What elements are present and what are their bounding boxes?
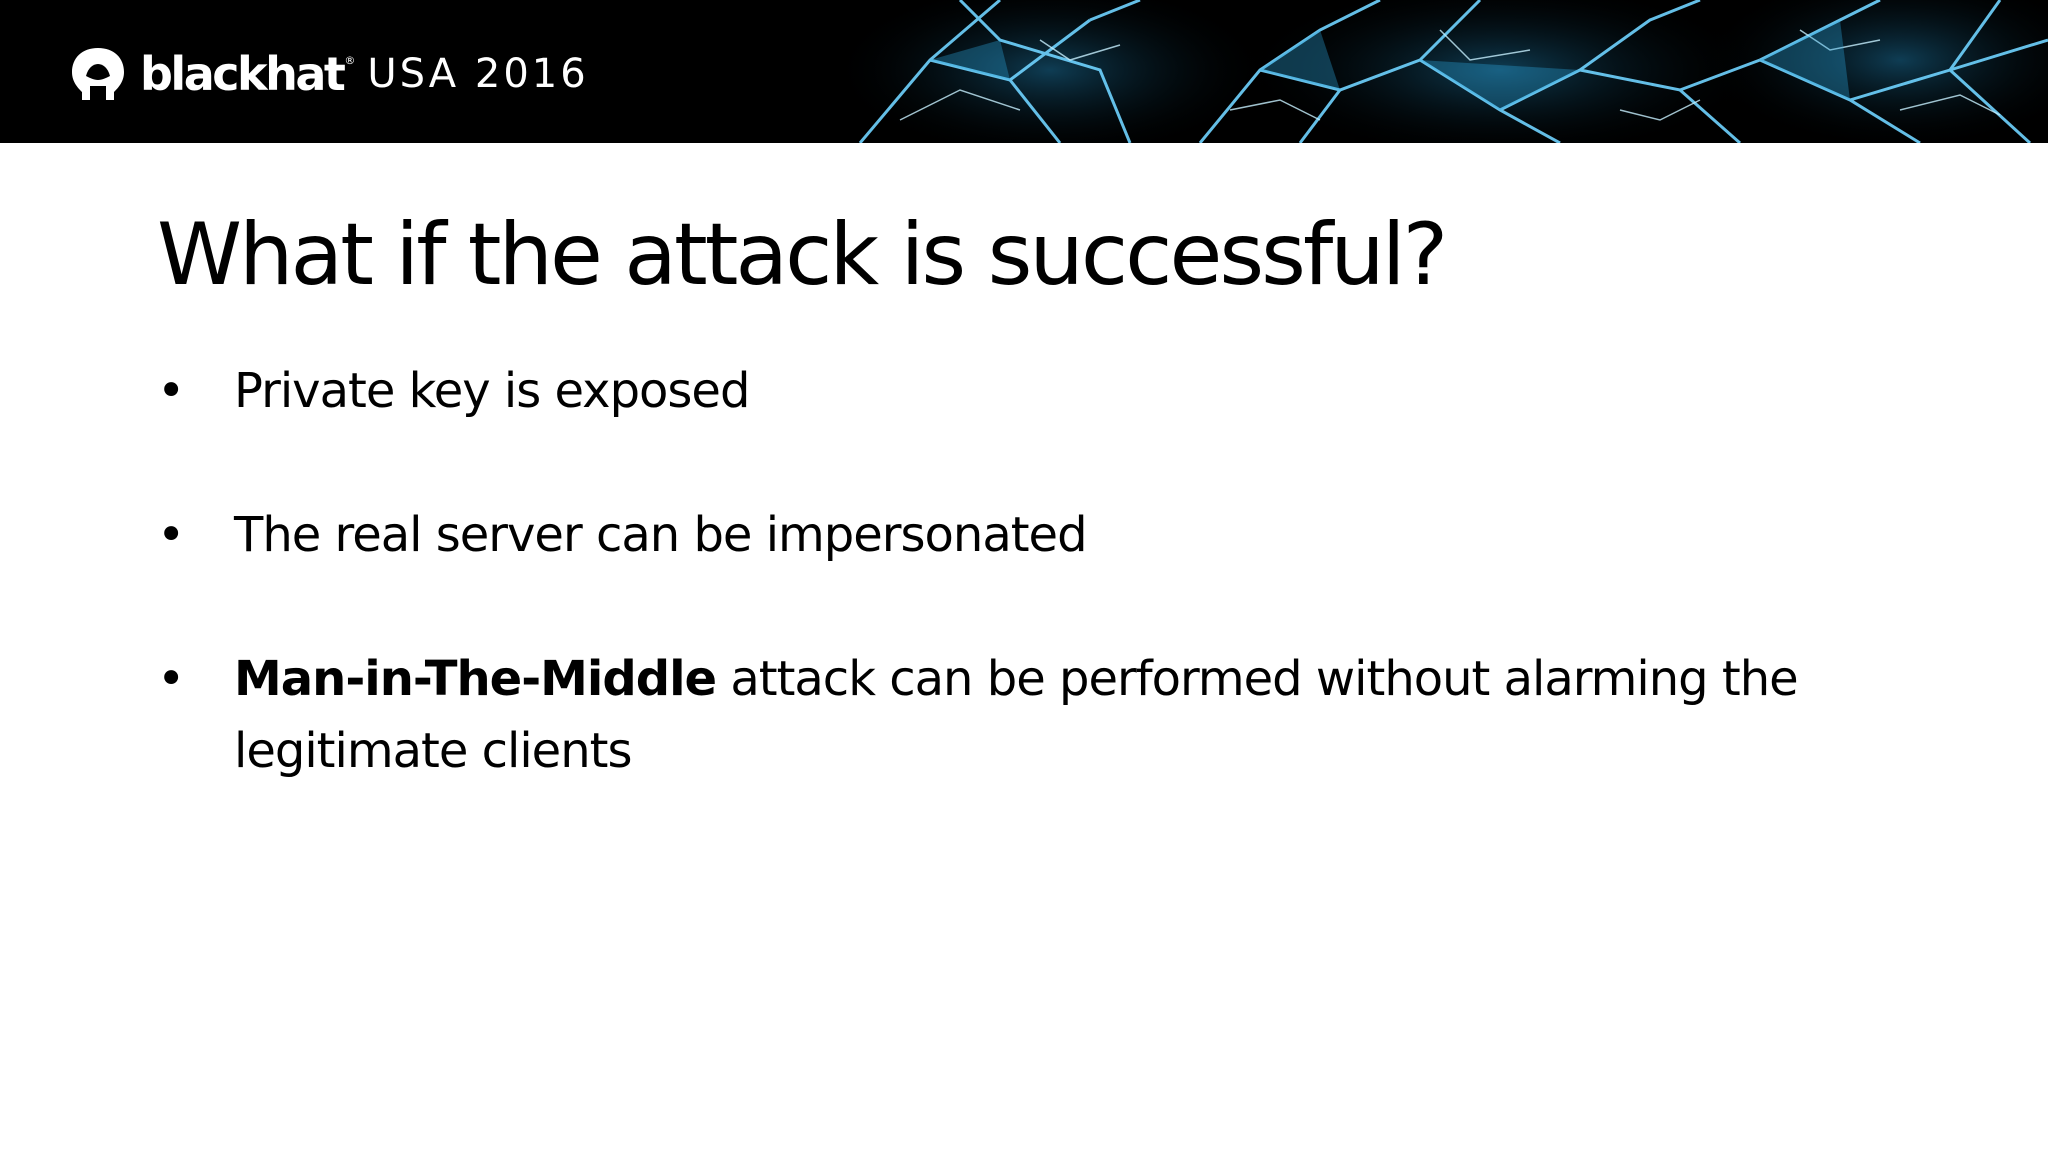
bullet-list: • Private key is exposed • The real serv… — [157, 355, 1917, 859]
header-banner: blackhat ® USA 2016 — [0, 0, 2048, 143]
slide-title: What if the attack is successful? — [157, 205, 1448, 305]
registered-mark: ® — [344, 54, 356, 67]
bullet-item: • Man-in-The-Middle attack can be perfor… — [157, 643, 1917, 787]
bullet-marker: • — [157, 651, 185, 707]
event-name: USA 2016 — [367, 51, 589, 97]
bullet-text: attack can be performed without alarming… — [234, 651, 1799, 779]
bullet-marker: • — [157, 363, 185, 419]
bullet-text: The real server can be impersonated — [234, 507, 1088, 563]
bullet-marker: • — [157, 507, 185, 563]
blackhat-logo-icon — [72, 48, 124, 100]
bullet-emphasis: Man-in-The-Middle — [234, 651, 717, 707]
bullet-text: Private key is exposed — [234, 363, 750, 419]
bullet-item: • The real server can be impersonated — [157, 499, 1917, 571]
bullet-item: • Private key is exposed — [157, 355, 1917, 427]
logo-wordmark: blackhat — [140, 47, 346, 101]
shattered-glass-graphic — [830, 0, 2048, 143]
blackhat-logo: blackhat ® USA 2016 — [66, 46, 589, 102]
